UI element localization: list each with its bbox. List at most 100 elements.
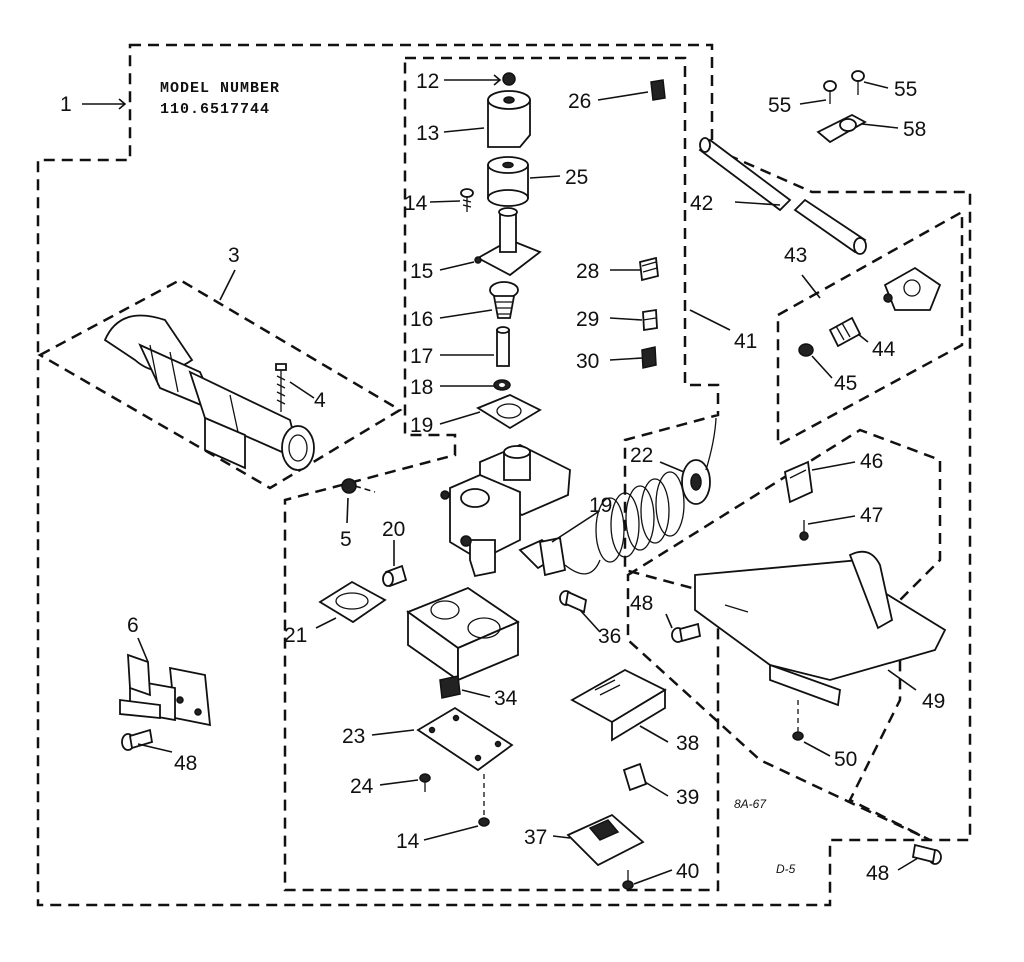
- label-part-44: 44: [872, 338, 896, 361]
- screw-part-55-right: [851, 70, 865, 95]
- label-part-1: 1: [60, 93, 72, 116]
- sleeve-part-29: [642, 308, 658, 332]
- label-part-14-top: 14: [404, 192, 428, 215]
- fitting-part-28: [639, 256, 659, 282]
- bracket-part-38: [570, 668, 667, 742]
- orifice-part-5: [341, 478, 357, 494]
- clip-part-39: [622, 762, 648, 792]
- screw-part-20: [382, 564, 408, 588]
- screw-part-47: [799, 520, 809, 541]
- burner-tube-part: [103, 314, 315, 471]
- label-part-19-left: 19: [410, 414, 433, 437]
- label-part-28: 28: [576, 260, 599, 283]
- gasket-part-19: [476, 394, 542, 430]
- screw-part-14-bottom: [478, 774, 490, 827]
- leader-lines: [82, 74, 919, 885]
- screw-part-50: [792, 700, 804, 741]
- label-part-48-bottom-right: 48: [866, 862, 889, 885]
- outer-assembly-boundary: [36, 43, 972, 907]
- bracket-assembly-boundary: [626, 428, 942, 842]
- nut-part-12: [502, 72, 516, 86]
- label-part-24: 24: [350, 775, 374, 798]
- plug-part-26: [650, 79, 666, 101]
- label-part-21: 21: [284, 624, 307, 647]
- label-part-46: 46: [860, 450, 883, 473]
- label-part-4: 4: [314, 389, 326, 412]
- label-part-14-bottom: 14: [396, 830, 420, 853]
- label-part-42: 42: [690, 192, 713, 215]
- washer-part-18: [493, 379, 511, 391]
- label-part-18: 18: [410, 376, 433, 399]
- label-part-5: 5: [340, 528, 352, 551]
- label-part-16: 16: [410, 308, 433, 331]
- label-part-48-left: 48: [174, 752, 197, 775]
- screw-part-55-left: [823, 80, 837, 104]
- valve-body: [440, 444, 571, 578]
- clamp-part-58: [816, 113, 867, 144]
- switch-part-6: [119, 653, 212, 727]
- model-number-heading: MODEL NUMBER: [160, 80, 280, 97]
- label-part-23: 23: [342, 725, 365, 748]
- screw-part-48-bottom-right: [911, 843, 942, 865]
- thermocouple-part-22: [538, 417, 717, 577]
- fitting-part-43: [883, 266, 942, 311]
- cover-plate-part-23: [416, 706, 514, 772]
- label-part-36: 36: [598, 625, 621, 648]
- label-part-45: 45: [834, 372, 857, 395]
- label-part-20: 20: [382, 518, 405, 541]
- clip-part-46: [783, 460, 813, 504]
- label-part-40: 40: [676, 860, 699, 883]
- label-part-6: 6: [127, 614, 139, 637]
- plunger-housing-part-15: [474, 207, 542, 277]
- label-part-12: 12: [416, 70, 439, 93]
- label-part-22: 22: [630, 444, 653, 467]
- screw-part-48-center: [671, 622, 702, 643]
- housing-part-34: [406, 586, 520, 699]
- plunger-part-17: [496, 326, 510, 367]
- label-part-29: 29: [576, 308, 599, 331]
- label-part-58: 58: [903, 118, 926, 141]
- label-part-37: 37: [524, 826, 547, 849]
- label-part-55-left: 55: [768, 94, 791, 117]
- screw-part-24: [419, 773, 431, 792]
- label-part-34: 34: [494, 687, 518, 710]
- label-part-25: 25: [565, 166, 588, 189]
- label-part-41: 41: [734, 330, 757, 353]
- label-part-39: 39: [676, 786, 699, 809]
- label-part-26: 26: [568, 90, 591, 113]
- label-part-19-right: 19: [589, 494, 612, 517]
- screw-part-40: [622, 870, 634, 890]
- label-part-47: 47: [860, 504, 883, 527]
- part-labels: 1 3 4 5 6 48 12 13 14 15 16 17 18 19 25 …: [60, 70, 945, 885]
- screw-part-36: [559, 590, 588, 614]
- screw-part-48-left: [121, 728, 154, 751]
- fitting-part-44: [828, 316, 862, 348]
- label-part-30: 30: [576, 350, 599, 373]
- label-part-17: 17: [410, 345, 433, 368]
- solenoid-cap-part-13: [487, 90, 531, 148]
- diagram-code: 8A-67: [734, 797, 767, 811]
- label-part-38: 38: [676, 732, 699, 755]
- washer-part-45: [798, 343, 814, 357]
- label-part-13: 13: [416, 122, 439, 145]
- label-part-15: 15: [410, 260, 433, 283]
- label-part-50: 50: [834, 748, 857, 771]
- tube-part-42: [698, 137, 867, 255]
- label-part-48-center: 48: [630, 592, 653, 615]
- gasket-part-21: [318, 580, 387, 624]
- fitting-assembly-boundary: [776, 209, 964, 448]
- label-part-3: 3: [228, 244, 240, 267]
- label-part-49: 49: [922, 690, 945, 713]
- bracket-part-49: [694, 550, 947, 707]
- model-number-value: 110.6517744: [160, 101, 270, 118]
- spring-part-16: [489, 281, 519, 319]
- page-code: D-5: [776, 862, 796, 876]
- label-part-55-right: 55: [894, 78, 917, 101]
- screw-part-4: [275, 363, 287, 412]
- label-plate-part-37: [566, 813, 645, 867]
- burner-assembly-boundary: [37, 278, 403, 490]
- nut-part-30: [641, 346, 657, 369]
- label-part-43: 43: [784, 244, 807, 267]
- coil-part-25: [487, 156, 529, 207]
